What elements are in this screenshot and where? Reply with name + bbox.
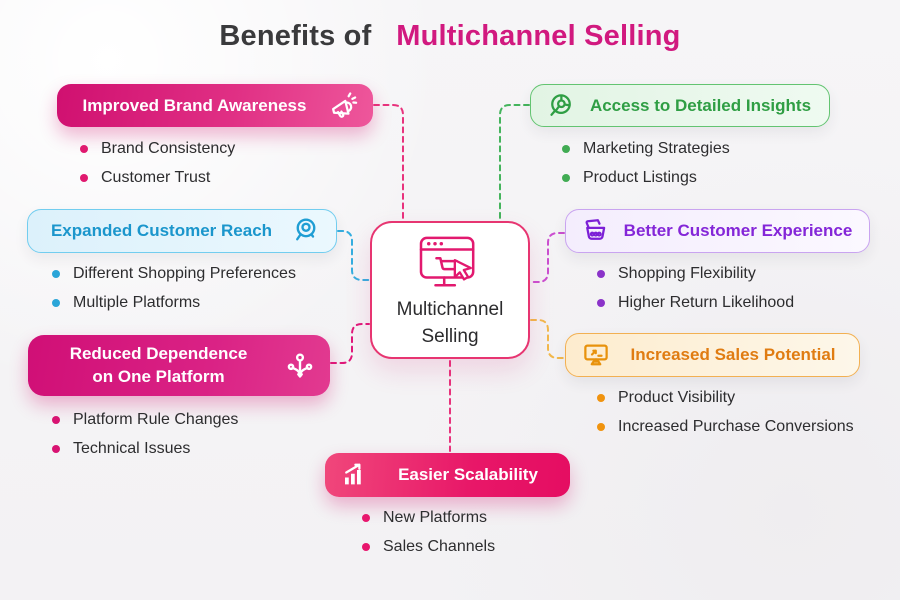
connector-customer-experience [530, 232, 565, 283]
bullet-item: Different Shopping Preferences [52, 259, 296, 288]
bullet-item: Higher Return Likelihood [597, 288, 794, 317]
benefit-label: Reduced Dependence on One Platform [69, 344, 248, 386]
bullet-item: Sales Channels [362, 532, 495, 561]
benefit-bullets-reduced-dependence: Platform Rule Changes Technical Issues [52, 405, 238, 463]
bullet-dot [597, 269, 605, 278]
benefit-label: Better Customer Experience [623, 221, 853, 240]
shopping-basket-icon [581, 216, 611, 246]
bullet-item: Product Visibility [597, 383, 854, 412]
benefit-pill-expanded-customer-reach: Expanded Customer Reach [27, 209, 337, 253]
bullet-dot [80, 144, 88, 153]
benefit-bullets-improved-brand-awareness: Brand Consistency Customer Trust [80, 134, 235, 192]
connector-detailed-insights [499, 104, 530, 221]
bullet-item: New Platforms [362, 503, 495, 532]
bullet-dot [52, 269, 60, 278]
bullet-dot [597, 393, 605, 402]
benefit-bullets-easier-scalability: New Platforms Sales Channels [362, 503, 495, 561]
bullet-dot [362, 542, 370, 551]
bullet-item: Multiple Platforms [52, 288, 296, 317]
title-highlight: Multichannel Selling [396, 20, 681, 52]
bullet-dot [52, 415, 60, 424]
bullet-item: Shopping Flexibility [597, 259, 794, 288]
bullet-dot [362, 513, 370, 522]
bullet-dot [597, 422, 605, 431]
search-magnifier-icon [291, 216, 321, 246]
benefit-label: Expanded Customer Reach [50, 221, 273, 240]
benefit-pill-increased-sales-potential: Increased Sales Potential [565, 333, 860, 377]
benefit-bullets-access-to-detailed-insights: Marketing Strategies Product Listings [562, 134, 730, 192]
branch-split-icon [285, 351, 315, 381]
benefit-bullets-increased-sales-potential: Product Visibility Increased Purchase Co… [597, 383, 854, 441]
bullet-item: Marketing Strategies [562, 134, 730, 163]
benefit-pill-reduced-dependence-on-one-platform: Reduced Dependence on One Platform [28, 335, 330, 396]
growth-bars-icon [340, 460, 370, 490]
page-title: Benefits of Multichannel Selling [0, 20, 900, 53]
benefit-pill-easier-scalability: Easier Scalability [325, 453, 570, 497]
benefit-label: Improved Brand Awareness [82, 95, 307, 115]
bullet-item: Platform Rule Changes [52, 405, 238, 434]
benefit-bullets-expanded-customer-reach: Different Shopping Preferences Multiple … [52, 259, 296, 317]
benefit-pill-better-customer-experience: Better Customer Experience [565, 209, 870, 253]
benefit-label: Access to Detailed Insights [589, 95, 812, 115]
bullet-dot [562, 144, 570, 153]
center-node-label: Multichannel Selling [396, 299, 504, 347]
bullet-item: Increased Purchase Conversions [597, 412, 854, 441]
title-plain: Benefits of [219, 20, 372, 52]
bullet-dot [80, 173, 88, 182]
presentation-growth-icon [581, 340, 611, 370]
bullet-item: Technical Issues [52, 434, 238, 463]
benefit-pill-improved-brand-awareness: Improved Brand Awareness [57, 84, 373, 127]
insights-magnifier-icon [546, 91, 576, 121]
center-node-multichannel-selling: Multichannel Selling [370, 221, 530, 359]
megaphone-icon [328, 91, 358, 121]
bullet-item: Brand Consistency [80, 134, 235, 163]
benefit-label: Easier Scalability [398, 465, 538, 484]
connector-customer-reach [337, 230, 370, 281]
benefit-label: Increased Sales Potential [630, 345, 836, 364]
connector-brand-awareness [373, 104, 404, 221]
connector-sales-potential [530, 319, 565, 359]
bullet-dot [562, 173, 570, 182]
browser-cart-cursor-icon [419, 236, 475, 287]
bullet-item: Customer Trust [80, 163, 235, 192]
bullet-dot [597, 298, 605, 307]
bullet-dot [52, 298, 60, 307]
benefit-pill-access-to-detailed-insights: Access to Detailed Insights [530, 84, 830, 127]
benefit-bullets-better-customer-experience: Shopping Flexibility Higher Return Likel… [597, 259, 794, 317]
connector-reduced-dependence [330, 323, 370, 364]
bullet-item: Product Listings [562, 163, 730, 192]
bullet-dot [52, 444, 60, 453]
